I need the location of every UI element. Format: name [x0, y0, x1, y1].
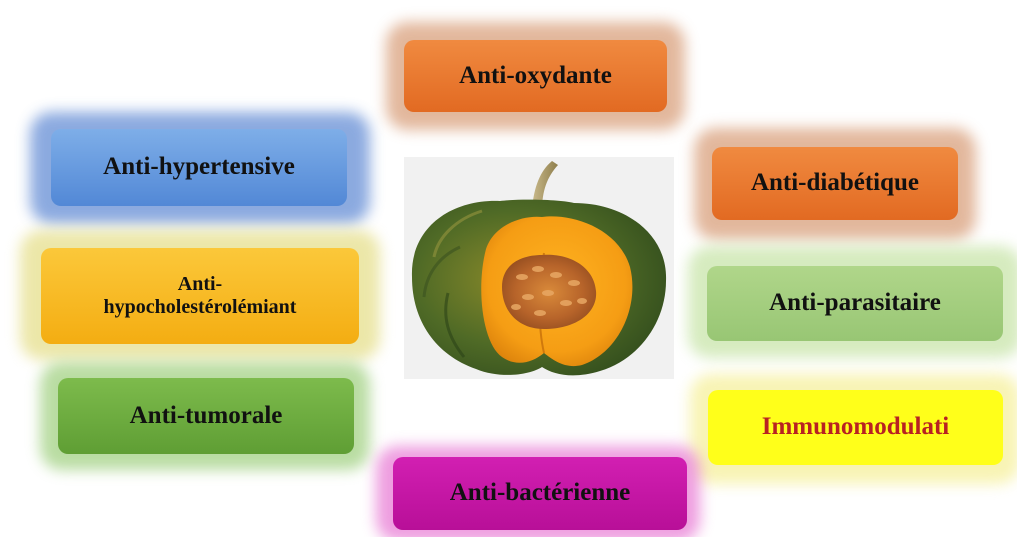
- anti-bacterienne-label: Anti-bactérienne: [450, 479, 631, 508]
- anti-hypocholesterolemiant-box: Anti- hypocholestérolémiant: [41, 248, 359, 344]
- pumpkin-icon: [404, 157, 674, 379]
- anti-hypocholesterolemiant-label-line1: Anti-: [104, 273, 297, 296]
- immunomodulatrice-label: Immunomodulati: [762, 413, 950, 442]
- anti-tumorale-box: Anti-tumorale: [58, 378, 354, 454]
- anti-oxydante-label: Anti-oxydante: [459, 62, 612, 91]
- anti-hypocholesterolemiant-label-line2: hypocholestérolémiant: [104, 296, 297, 319]
- anti-oxydante-box: Anti-oxydante: [404, 40, 667, 112]
- anti-parasitaire-label: Anti-parasitaire: [769, 289, 941, 318]
- anti-bacterienne-box: Anti-bactérienne: [393, 457, 687, 530]
- anti-tumorale-label: Anti-tumorale: [130, 402, 283, 431]
- anti-diabetique-box: Anti-diabétique: [712, 147, 958, 220]
- pumpkin-image: [404, 157, 674, 379]
- anti-hypertensive-box: Anti-hypertensive: [51, 129, 347, 206]
- anti-parasitaire-box: Anti-parasitaire: [707, 266, 1003, 341]
- anti-hypertensive-label: Anti-hypertensive: [103, 153, 295, 182]
- anti-diabetique-label: Anti-diabétique: [751, 169, 919, 198]
- immunomodulatrice-box: Immunomodulati: [708, 390, 1003, 465]
